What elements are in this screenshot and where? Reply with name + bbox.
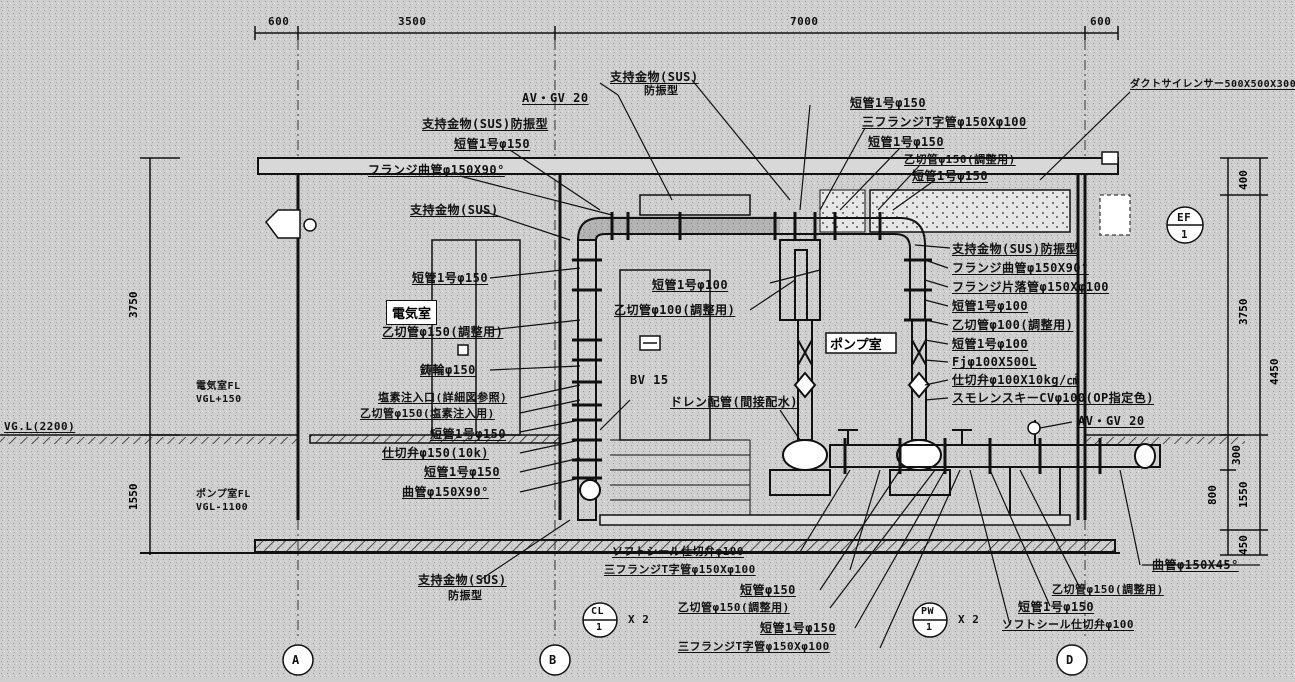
- label-short-pipe-100-a: 短管1号φ100: [652, 278, 729, 292]
- pump-strings: [769, 319, 951, 496]
- dim-top-600-right: 600: [1090, 15, 1112, 28]
- level-pump-fl: ポンプ室FL: [196, 489, 251, 500]
- label-vibration-proof-bottom: 防振型: [448, 589, 483, 602]
- dim-right-1550: 1550: [1237, 481, 1250, 509]
- label-otsu-cut-100-adj-a: 乙切管φ100(調整用): [614, 303, 736, 317]
- label-short-pipe-150-e: 短管1号φ150: [412, 271, 489, 285]
- dim-top-3500: 3500: [398, 15, 427, 28]
- label-otsu-cut-150-chlorine: 乙切管φ150(塩素注入用): [360, 407, 495, 420]
- dim-right-4450: 4450: [1268, 358, 1281, 386]
- discharge-header: [829, 420, 1161, 515]
- dim-right-300: 300: [1230, 445, 1243, 465]
- label-av-gv20-top: AV・GV 20: [522, 91, 589, 105]
- label-soft-seal-gate-valve-100-b: ソフトシール仕切弁φ100: [1002, 618, 1134, 631]
- label-bend-150x45: 曲管φ150X45°: [1152, 558, 1239, 572]
- label-otsu-cut-150-adj-d: 乙切管φ150(調整用): [1052, 583, 1164, 596]
- label-short-pipe-150-d: 短管1号φ150: [912, 169, 989, 183]
- label-soft-seal-gate-valve-100-a: ソフトシール仕切弁φ100: [612, 545, 744, 558]
- left-dimension-line: [140, 157, 180, 555]
- wall-fan: [265, 209, 317, 239]
- label-hollow-ring-150: 鋳輪φ150: [420, 363, 476, 377]
- roof-slab: [257, 151, 1119, 175]
- tag-pw-top: PW: [921, 606, 935, 617]
- label-flange-reducer: フランジ片落管φ150Xφ100: [952, 280, 1110, 294]
- label-drain-pipe: ドレン配管(間接配水): [670, 395, 798, 409]
- tag-ef-top: EF: [1177, 211, 1192, 224]
- tag-pw-bottom: 1: [926, 622, 933, 633]
- label-fj-100x500: Fjφ100X500L: [952, 355, 1037, 369]
- tag-ef-bottom: 1: [1181, 228, 1189, 241]
- dim-left-1550: 1550: [127, 483, 140, 511]
- axis-label-d: D: [1066, 653, 1074, 667]
- dim-right-450: 450: [1237, 535, 1250, 555]
- label-otsu-cut-150-adj-c: 乙切管φ150(調整用): [678, 601, 790, 614]
- dim-right-800: 800: [1206, 485, 1219, 505]
- label-short-pipe-150: 短管φ150: [740, 583, 796, 597]
- label-support-sus-top: 支持金物(SUS): [610, 70, 699, 84]
- label-three-flange-t-c: 三フランジT字管φ150Xφ100: [678, 640, 830, 653]
- label-bv15: BV 15: [630, 373, 669, 387]
- electric-room-door: [431, 239, 521, 436]
- label-short-pipe-150-h: 短管1号φ150: [760, 621, 837, 635]
- label-gate-valve-150-10k: 仕切弁φ150(10k): [382, 446, 490, 460]
- label-av-gv20-right: AV・GV 20: [1078, 414, 1145, 428]
- dim-right-400: 400: [1237, 170, 1250, 190]
- label-support-sus-bottom: 支持金物(SUS): [418, 573, 507, 587]
- label-duct-silencer: ダクトサイレンサー500X500X3000L: [1130, 79, 1295, 90]
- label-support-sus-vib: 支持金物(SUS)防振型: [422, 117, 549, 131]
- level-elec-fl: 電気室FL: [196, 381, 241, 392]
- label-support-sus-left: 支持金物(SUS): [410, 203, 499, 217]
- top-dimension-line: [254, 26, 1119, 40]
- label-bend-150x90: 曲管φ150X90°: [402, 485, 489, 499]
- vertical-riser-pipe: [572, 212, 780, 521]
- axis-label-b: B: [549, 653, 557, 667]
- label-support-sus-vib-right: 支持金物(SUS)防振型: [952, 242, 1079, 256]
- label-otsu-cut-100-adj-b: 乙切管φ100(調整用): [952, 318, 1074, 332]
- label-short-pipe-150-a: 短管1号φ150: [850, 96, 927, 110]
- tag-cl-top: CL: [591, 606, 605, 617]
- label-otsu-cut-150-adj: 乙切管φ150(調整用): [904, 153, 1016, 166]
- tag-cl-bottom: 1: [596, 622, 603, 633]
- label-short-pipe-150-f: 短管1号φ150: [430, 427, 507, 441]
- label-three-flange-t-b: 三フランジT字管φ150Xφ100: [604, 563, 756, 576]
- label-otsu-cut-150-adj-b: 乙切管φ150(調整用): [382, 325, 504, 339]
- dim-top-600-left: 600: [268, 15, 290, 28]
- dim-right-3750: 3750: [1237, 298, 1250, 326]
- label-flange-bend-150x90: フランジ曲管φ150X90°: [368, 163, 505, 177]
- vibration-support-box: [639, 194, 751, 216]
- label-gate-valve-100-10k: 仕切弁φ100X10kg/㎠: [952, 373, 1080, 387]
- level-pump-fl-value: VGL-1100: [196, 502, 249, 513]
- right-dimension-lines: [1220, 157, 1268, 556]
- duct-silencer: [819, 189, 1131, 236]
- room-label-electric: 電気室: [386, 300, 438, 325]
- dim-left-3750: 3750: [127, 291, 140, 319]
- label-short-pipe-150-g: 短管1号φ150: [424, 465, 501, 479]
- label-short-pipe-100-b: 短管1号φ100: [952, 299, 1029, 313]
- axis-label-a: A: [292, 653, 300, 667]
- label-short-pipe-100-c: 短管1号φ100: [952, 337, 1029, 351]
- label-chlorine-inlet: 塩素注入口(詳細図参照): [378, 391, 508, 404]
- tag-cl-multiplier: X 2: [628, 613, 650, 626]
- label-smolensky-check-valve: スモレンスキーCVφ100(OP指定色): [952, 391, 1155, 405]
- label-vibration-proof-top: 防振型: [644, 84, 679, 97]
- stairs: [610, 439, 751, 515]
- label-flange-bend-150x90-right: フランジ曲管φ150X90°: [952, 261, 1089, 275]
- label-short-pipe-150-b: 短管1号φ150: [868, 135, 945, 149]
- dim-top-7000: 7000: [790, 15, 819, 28]
- label-short-pipe-150-i: 短管1号φ150: [1018, 600, 1095, 614]
- room-label-pump: ポンプ室: [830, 338, 882, 353]
- level-elec-fl-value: VGL+150: [196, 394, 242, 405]
- label-three-flange-t-a: 三フランジT字管φ150Xφ100: [862, 115, 1027, 129]
- tag-pw-multiplier: X 2: [958, 613, 980, 626]
- label-short-pipe-150-c: 短管1号φ150: [454, 137, 531, 151]
- level-vgl: VG.L(2200): [4, 420, 76, 433]
- leader-lines: [459, 79, 1260, 649]
